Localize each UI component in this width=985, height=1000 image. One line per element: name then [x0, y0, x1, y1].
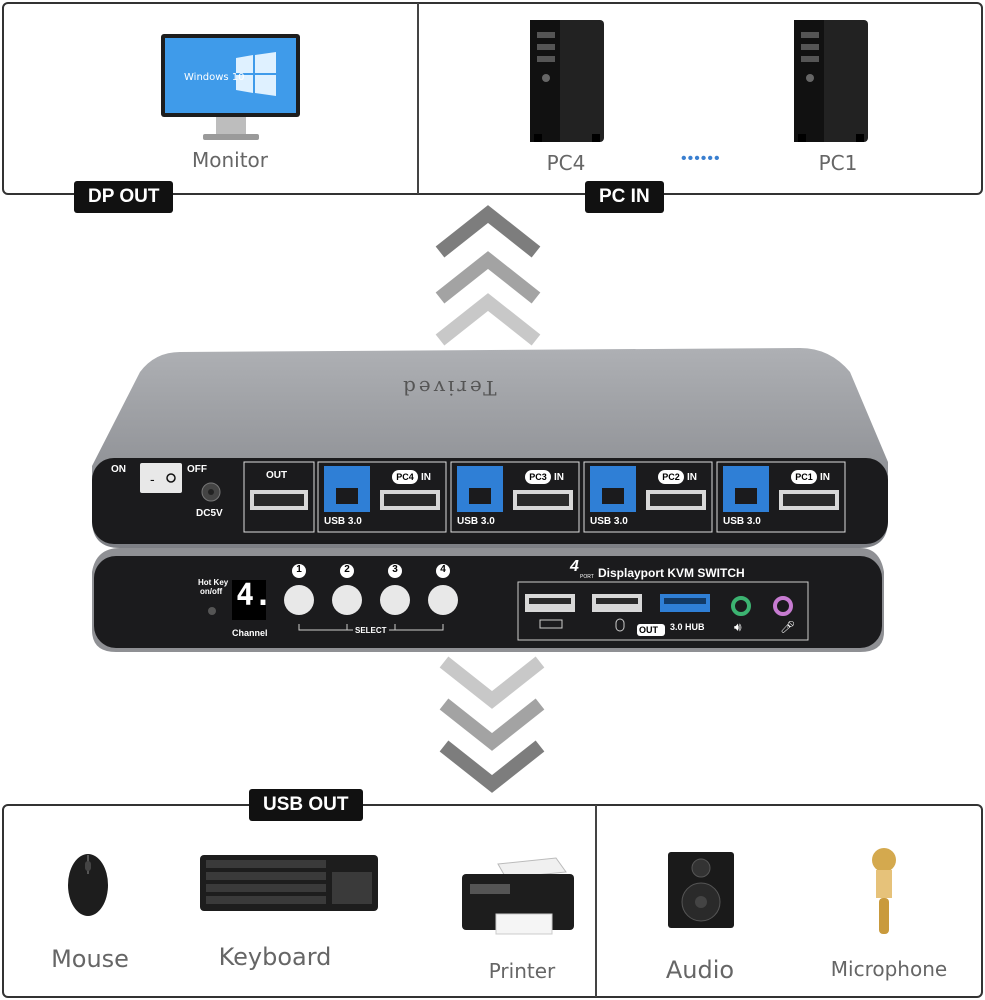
rear-port-pc-label: PC3 — [529, 472, 547, 482]
rear-port-pc-label: PC1 — [795, 472, 813, 482]
brand-logo: Terived — [400, 376, 497, 400]
rear-port-usb-label: USB 3.0 — [590, 516, 628, 527]
pc4-label: PC4 — [546, 151, 586, 175]
rear-port-in-label: IN — [687, 472, 697, 483]
dp-out-port-label: OUT — [266, 470, 288, 481]
mouse-label: Mouse — [51, 945, 129, 973]
front-out-label: OUT — [639, 625, 658, 635]
power-switch-on-label: ON — [111, 464, 126, 475]
monitor-screen-text: Windows 10 — [184, 72, 245, 83]
port-count: 4 — [570, 558, 579, 575]
svg-text:-: - — [150, 471, 155, 487]
microphone-port-icon: 🎤︎ — [780, 620, 796, 634]
select-button-number: 2 — [344, 564, 350, 575]
pc-in-tag: PC IN — [585, 181, 664, 213]
select-label: SELECT — [353, 626, 389, 635]
usb-out-tag: USB OUT — [249, 789, 363, 821]
rear-port-in-label: IN — [820, 472, 830, 483]
port-word: PORT — [580, 574, 594, 580]
microphone-label: Microphone — [830, 957, 948, 981]
select-button-number: 3 — [392, 564, 398, 575]
rear-port-in-label: IN — [554, 472, 564, 483]
hotkey-onoff-label: on/off — [200, 587, 223, 596]
pc1-label: PC1 — [818, 151, 858, 175]
bottom-divider — [595, 805, 597, 997]
hotkey-label: Hot Key — [198, 578, 229, 587]
rear-port-pc-label: PC2 — [662, 472, 680, 482]
select-button-number: 1 — [296, 564, 302, 575]
power-jack-label: DC5V — [196, 508, 223, 519]
printer-label: Printer — [488, 959, 556, 983]
select-button-number: 4 — [440, 564, 446, 575]
rear-port-usb-label: USB 3.0 — [723, 516, 761, 527]
channel-digit: 4. — [236, 578, 273, 613]
speaker-icon: 🔊︎ — [734, 620, 742, 634]
top-divider — [417, 3, 419, 194]
rear-port-usb-label: USB 3.0 — [324, 516, 362, 527]
rear-port-usb-label: USB 3.0 — [457, 516, 495, 527]
channel-label: Channel — [232, 628, 268, 638]
rear-port-pc-label: PC4 — [396, 472, 414, 482]
dp-out-tag: DP OUT — [74, 181, 174, 213]
hub-label: 3.0 HUB — [670, 622, 705, 632]
monitor-label: Monitor — [191, 148, 269, 172]
audio-label: Audio — [665, 956, 735, 984]
product-name: Displayport KVM SWITCH — [598, 566, 745, 580]
rear-port-in-label: IN — [421, 472, 431, 483]
keyboard-label: Keyboard — [218, 943, 332, 971]
pc-dots: •••••• — [681, 150, 721, 167]
power-switch-off-label: OFF — [187, 464, 207, 475]
